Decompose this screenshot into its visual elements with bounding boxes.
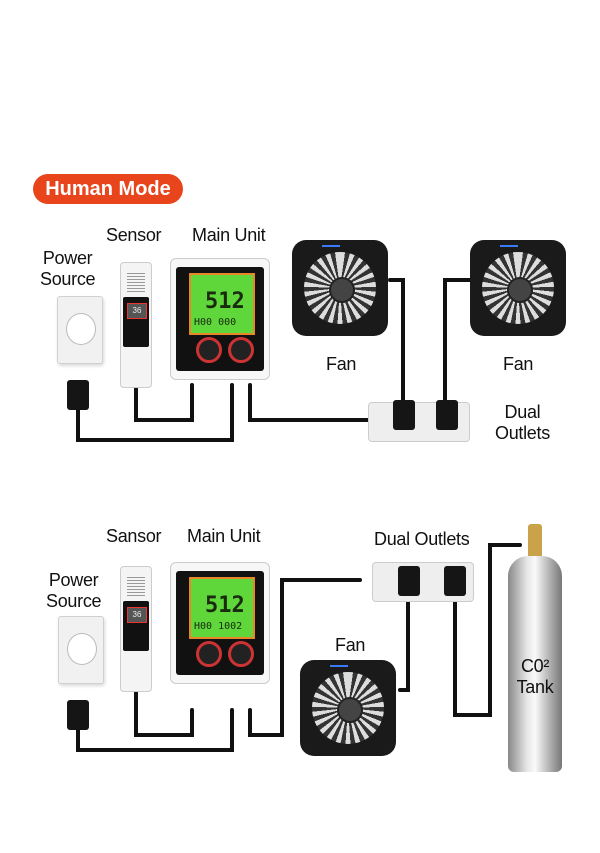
fan-2-label: Fan: [503, 354, 534, 374]
knob-left-bottom[interactable]: [196, 641, 222, 667]
power-source-label-bottom: Power Source: [46, 570, 102, 611]
tank-cable: [453, 543, 522, 717]
power-plug: [67, 380, 89, 410]
fan-2: [470, 240, 566, 336]
knob-left[interactable]: [196, 337, 222, 363]
knob-right-bottom[interactable]: [228, 641, 254, 667]
lcd-value-bottom: 512: [205, 593, 245, 618]
sensor-device: 36: [120, 262, 152, 388]
plug-tank: [444, 566, 466, 596]
wall-outlet-bottom: [58, 616, 104, 684]
co2-tank: [508, 556, 562, 772]
tank-valve: [528, 524, 542, 558]
lcd-bottom-bottom: H00 1002: [194, 621, 243, 632]
plug-fan1: [393, 400, 415, 430]
mode-badge: Human Mode: [33, 174, 183, 204]
sensor-cable-bottom: [134, 688, 194, 737]
lcd-bottom: H00 000: [194, 317, 237, 328]
main-unit-label: Main Unit: [192, 225, 266, 245]
knob-right[interactable]: [228, 337, 254, 363]
fan-bottom: [300, 660, 396, 756]
sensor-label-bottom: Sansor: [106, 526, 162, 546]
fan-1: [292, 240, 388, 336]
dual-outlets-label-bottom: Dual Outlets: [374, 529, 470, 549]
power-cable-bottom: [76, 708, 234, 752]
outlet-cable-bottom: [248, 578, 362, 737]
plug-fan-bottom: [398, 566, 420, 596]
plug-fan2: [436, 400, 458, 430]
fan1-cable: [388, 278, 405, 402]
fan2-cable: [443, 278, 472, 402]
sensor-device-bottom: 36: [120, 566, 152, 692]
lcd-value: 512: [205, 289, 245, 314]
outlet-cable-top: [248, 383, 374, 422]
power-source-label: Power Source: [40, 248, 96, 289]
main-unit-label-bottom: Main Unit: [187, 526, 261, 546]
power-plug-bottom: [67, 700, 89, 730]
tank-label: C0² Tank: [516, 656, 554, 697]
fan-label-bottom: Fan: [335, 635, 366, 655]
dual-outlets-label: Dual Outlets: [495, 402, 550, 443]
sensor-cable-top: [134, 383, 194, 422]
wall-outlet: [57, 296, 103, 364]
power-cable-top: [76, 383, 234, 442]
sensor-label: Sensor: [106, 225, 162, 245]
fan-1-label: Fan: [326, 354, 357, 374]
fan-cable-bottom: [398, 598, 410, 692]
